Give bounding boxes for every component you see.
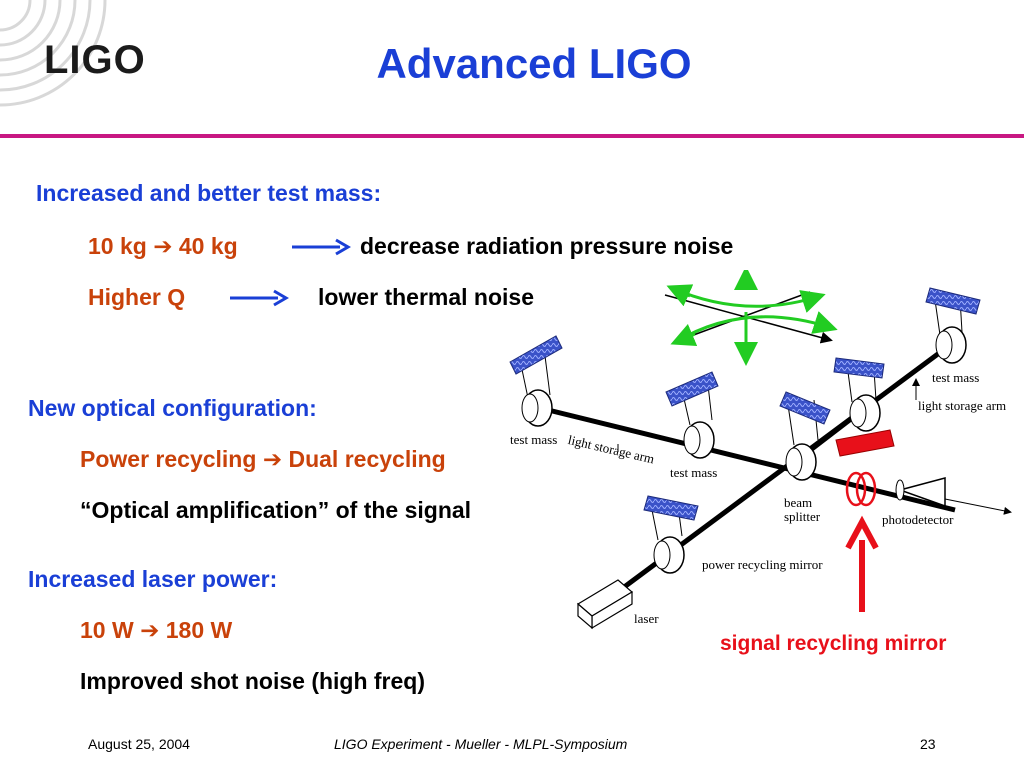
mass-to: 40 kg: [178, 233, 238, 259]
mass-line-1: 10 kg ➔ 40 kg: [88, 233, 238, 260]
power-recycling-mirror: [651, 505, 685, 574]
label-photodetector: photodetector: [882, 512, 954, 527]
signal-recycling-mirror-icon: [845, 471, 877, 507]
ligo-logo: LIGO: [44, 38, 146, 82]
laser-to: 180 W: [165, 617, 233, 643]
right-arrow-icon: ➔: [262, 447, 283, 473]
right-arrow-icon: ➔: [153, 234, 173, 260]
label-test-mass-top-right: test mass: [932, 370, 980, 385]
laser-from: 10 W: [80, 617, 134, 643]
inner-mass-right: [847, 369, 881, 432]
title-divider: [0, 134, 1024, 138]
mass-item-2: Higher Q: [88, 284, 186, 310]
photodetector-icon: [895, 477, 1012, 515]
long-arrow-icon: [292, 238, 351, 256]
mass-heading: Increased and better test mass:: [36, 180, 382, 206]
footer-date: August 25, 2004: [88, 736, 190, 752]
label-power-recycling-mirror: power recycling mirror: [702, 557, 823, 572]
page-number: 23: [920, 736, 936, 752]
signal-recycling-mirror-label: signal recycling mirror: [720, 632, 947, 655]
label-pointers: [617, 378, 920, 452]
interferometer-diagram: [509, 270, 1012, 630]
label-test-mass-left: test mass: [510, 432, 558, 447]
mass-from: 10 kg: [88, 233, 147, 259]
laser-icon: [576, 579, 634, 630]
laser-line-2: Improved shot noise (high freq): [80, 668, 426, 694]
label-laser: laser: [634, 611, 659, 626]
mass-effect-1: decrease radiation pressure noise: [360, 233, 734, 259]
suspension-mirrors: [509, 287, 981, 521]
laser-line-1: 10 W ➔ 180 W: [80, 617, 232, 644]
right-arrow-icon: ➔: [140, 618, 160, 644]
callout-arrow-icon: [845, 515, 879, 612]
label-light-storage-arm-right: light storage arm: [918, 398, 1007, 413]
optical-line-2: “Optical amplification” of the signal: [80, 497, 472, 523]
test-mass-top-right: [934, 297, 967, 364]
label-test-mass-center: test mass: [670, 465, 718, 480]
optical-to: Dual recycling: [288, 446, 446, 472]
mass-effect-2: lower thermal noise: [318, 284, 535, 310]
label-beam-splitter: beam splitter: [784, 495, 821, 524]
slide-title: Advanced LIGO: [376, 40, 692, 87]
test-mass-center: [681, 384, 715, 459]
signal-recycling-slab: [835, 429, 895, 457]
gw-strain-icon: [664, 270, 838, 366]
footer-center: LIGO Experiment - Mueller - MLPL-Symposi…: [334, 736, 628, 752]
optical-from: Power recycling: [80, 446, 257, 472]
test-mass-left: [519, 355, 553, 427]
optical-heading: New optical configuration:: [28, 395, 317, 421]
long-arrow-icon: [230, 289, 289, 307]
ligo-logo-arcs: [0, 0, 107, 107]
optical-line-1: Power recycling ➔ Dual recycling: [80, 446, 446, 473]
laser-heading: Increased laser power:: [28, 566, 278, 592]
